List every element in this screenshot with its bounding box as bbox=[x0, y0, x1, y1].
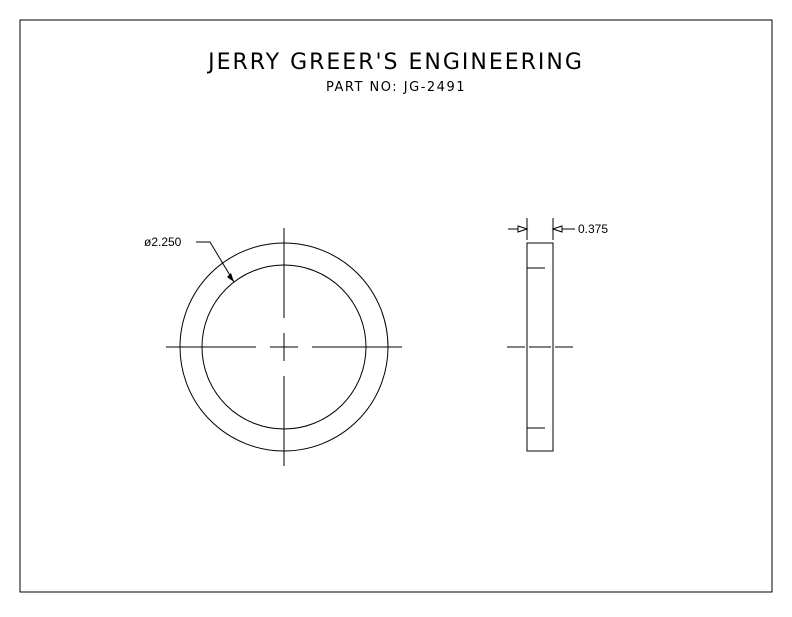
side-view: 0.375 bbox=[507, 218, 608, 452]
thickness-dimension-label: 0.375 bbox=[578, 222, 608, 236]
dimension-arrow-right bbox=[551, 225, 563, 233]
diameter-leader bbox=[196, 241, 235, 283]
front-view: ø2.250 bbox=[144, 228, 402, 466]
sheet-border bbox=[19, 19, 773, 593]
dimension-arrow-left bbox=[517, 225, 529, 233]
side-profile bbox=[526, 242, 554, 452]
part-number: PART NO: JG-2491 bbox=[326, 80, 466, 95]
drawing-title: JERRY GREER'S ENGINEERING bbox=[208, 50, 584, 75]
front-centerlines bbox=[166, 228, 402, 466]
diameter-dimension-label: ø2.250 bbox=[144, 235, 182, 249]
